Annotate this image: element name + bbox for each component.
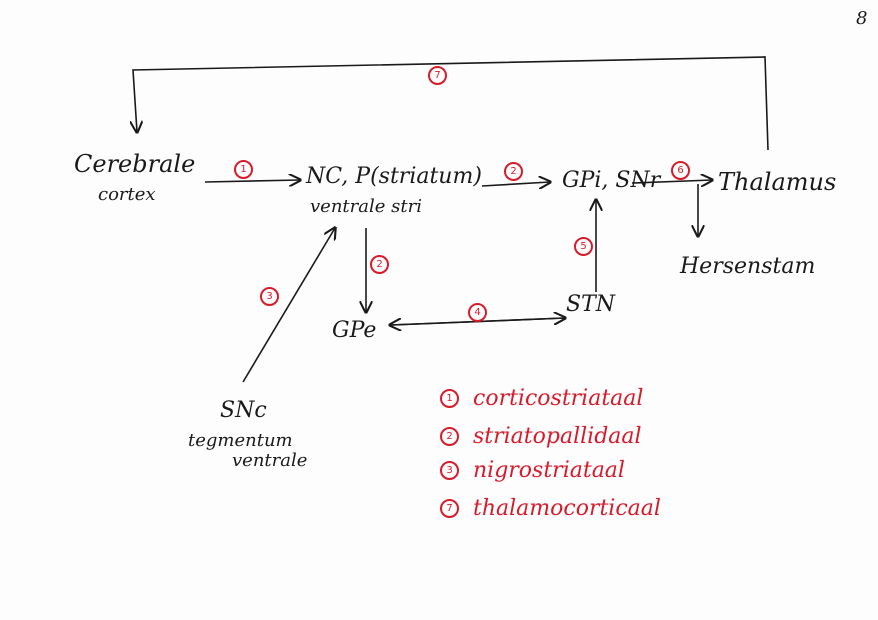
node-stn: STN: [566, 292, 615, 317]
pathway-number-6: 6: [671, 161, 690, 180]
legend-item: 3 nigrostriataal: [440, 458, 625, 483]
page-number: 8: [856, 8, 868, 29]
node-vta-line2: ventrale: [232, 450, 308, 471]
arrow-striatum-gpi: [481, 182, 550, 186]
node-snc: SNc: [220, 398, 267, 423]
legend-label: corticostriataal: [473, 386, 644, 411]
pathway-number-3: 3: [260, 287, 279, 306]
thalamocortical-loop: [133, 56, 769, 151]
node-gpi-snr: GPi, SNr: [562, 168, 661, 193]
pathway-number-1: 1: [234, 160, 253, 179]
arrow-cortex-striatum: [204, 180, 300, 182]
node-cortex-line1: Cerebrale: [74, 150, 196, 178]
legend-item: 2 striatopallidaal: [440, 424, 642, 449]
pathway-number-4: 4: [468, 303, 487, 322]
arrow-gpi-thalamus: [631, 180, 712, 183]
node-striatum: NC, P(striatum): [306, 164, 482, 189]
pathway-number-7: 7: [428, 66, 447, 85]
legend-label: striatopallidaal: [473, 424, 642, 449]
legend-number: 2: [440, 427, 459, 446]
node-ventral-striatum: ventrale stri: [310, 196, 422, 217]
node-gpe: GPe: [332, 318, 377, 343]
pathway-number-5: 5: [574, 237, 593, 256]
node-thalamus: Thalamus: [718, 168, 837, 196]
legend-label: thalamocorticaal: [473, 496, 661, 521]
pathway-number-2: 2: [504, 162, 523, 181]
legend-item: 1 corticostriataal: [440, 386, 643, 411]
legend-item: 7 thalamocorticaal: [440, 496, 661, 521]
legend-label: nigrostriataal: [473, 458, 625, 483]
legend-number: 1: [440, 389, 459, 408]
node-cortex-line2: cortex: [98, 184, 156, 205]
node-vta-line1: tegmentum: [188, 430, 293, 451]
pathway-number-2-gpe: 2: [370, 255, 389, 274]
arrow-snc-striatum: [242, 228, 335, 383]
legend-number: 7: [440, 499, 459, 518]
node-brainstem: Hersenstam: [680, 254, 816, 279]
legend-number: 3: [440, 461, 459, 480]
